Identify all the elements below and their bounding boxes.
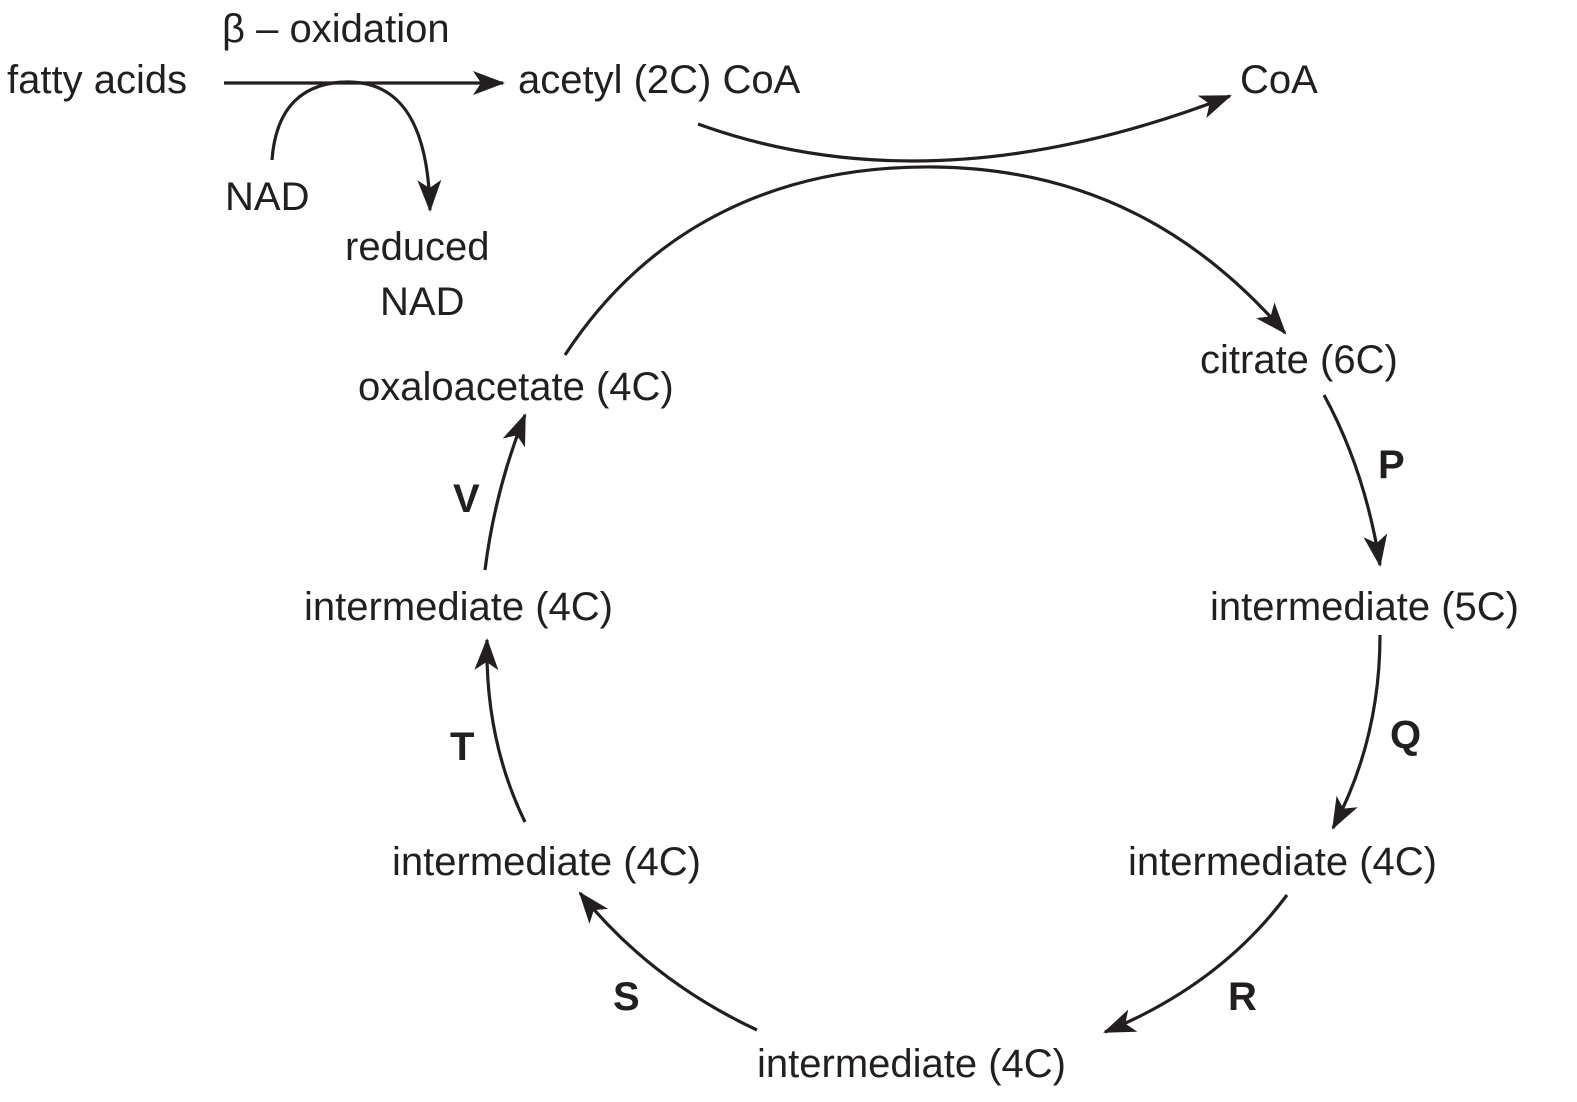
step-s-arrow xyxy=(578,891,758,1032)
coa-label: CoA xyxy=(1240,58,1318,102)
intermediate-4c-bottom-label: intermediate (4C) xyxy=(757,1042,1066,1086)
citrate-formation-arrow xyxy=(563,165,1287,356)
intermediate-4c-upper-left-label: intermediate (4C) xyxy=(304,585,613,629)
citrate-label: citrate (6C) xyxy=(1200,338,1398,382)
step-s-label: S xyxy=(613,975,640,1019)
step-v-arrow xyxy=(483,413,527,571)
reduced-nad-label-line1: reduced xyxy=(345,225,490,269)
step-t-arrow xyxy=(474,638,527,823)
reduced-nad-label-line2: NAD xyxy=(380,280,464,324)
step-q-label: Q xyxy=(1390,713,1421,757)
step-v-label: V xyxy=(453,477,480,521)
step-q-arrow xyxy=(1331,634,1382,830)
intermediate-4c-right-label: intermediate (4C) xyxy=(1128,840,1437,884)
step-p-label: P xyxy=(1378,443,1405,487)
beta-oxidation-label: β – oxidation xyxy=(222,7,450,51)
step-p-arrow xyxy=(1322,394,1388,567)
fatty-acids-label: fatty acids xyxy=(7,58,187,102)
step-r-label: R xyxy=(1228,975,1257,1019)
nad-label: NAD xyxy=(225,175,309,219)
coa-release-arrow xyxy=(697,94,1232,163)
acetyl-coa-label: acetyl (2C) CoA xyxy=(518,58,801,102)
nad-reduction-arrow xyxy=(270,80,442,212)
oxaloacetate-label: oxaloacetate (4C) xyxy=(358,365,674,409)
step-t-label: T xyxy=(450,725,474,769)
intermediate-4c-lower-left-label: intermediate (4C) xyxy=(392,840,701,884)
intermediate-5c-label: intermediate (5C) xyxy=(1210,585,1519,629)
step-r-arrow xyxy=(1103,894,1289,1034)
